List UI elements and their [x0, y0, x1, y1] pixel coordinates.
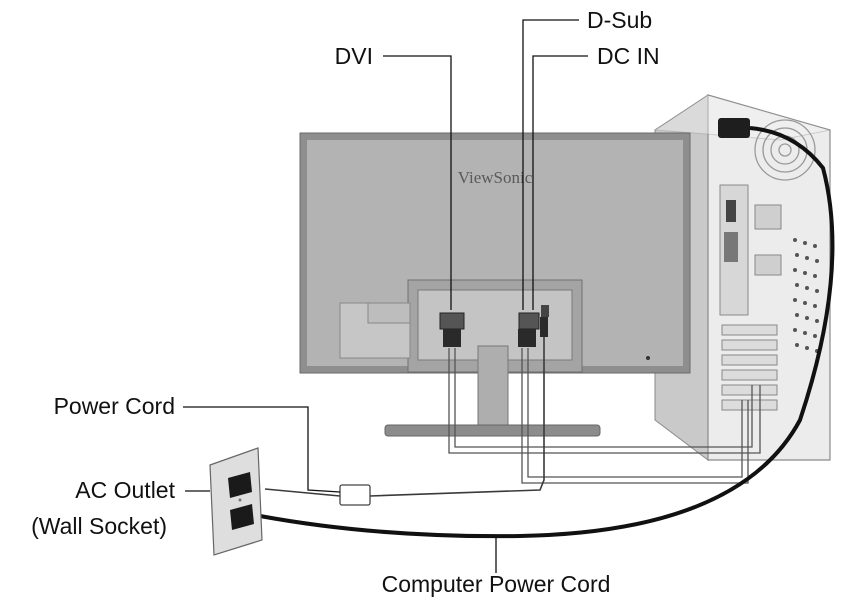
label-d-sub: D-Sub [587, 7, 652, 33]
label-wall-socket: (Wall Socket) [31, 513, 167, 539]
expansion-slots [721, 324, 778, 411]
outlet-plug-icon-2 [230, 504, 254, 530]
outlet-plug-icon [228, 472, 252, 498]
monitor-stand [477, 345, 509, 427]
label-ac-outlet: AC Outlet [75, 477, 175, 503]
leader-lines [183, 19, 588, 573]
dc-in-port-icon [541, 305, 549, 317]
pc-vga-port-icon [724, 232, 738, 262]
label-dc-in: DC IN [597, 43, 660, 69]
vent-holes [793, 238, 819, 353]
monitor: ViewSonic [299, 132, 691, 437]
label-power-cord: Power Cord [54, 393, 175, 419]
monitor-base [384, 424, 601, 437]
d-sub-port-icon [518, 312, 540, 330]
wall-outlet [209, 447, 263, 556]
pc-port-icon [726, 200, 736, 222]
power-adapter [339, 484, 371, 506]
label-dvi: DVI [335, 43, 373, 69]
signal-cables [448, 348, 761, 484]
label-computer-power-cord: Computer Power Cord [382, 571, 611, 597]
dvi-port-icon [439, 312, 465, 330]
monitor-brand: ViewSonic [458, 168, 533, 187]
power-cord [264, 337, 545, 497]
pc-power-plug-icon [718, 118, 750, 138]
computer-power-cord [259, 126, 835, 539]
